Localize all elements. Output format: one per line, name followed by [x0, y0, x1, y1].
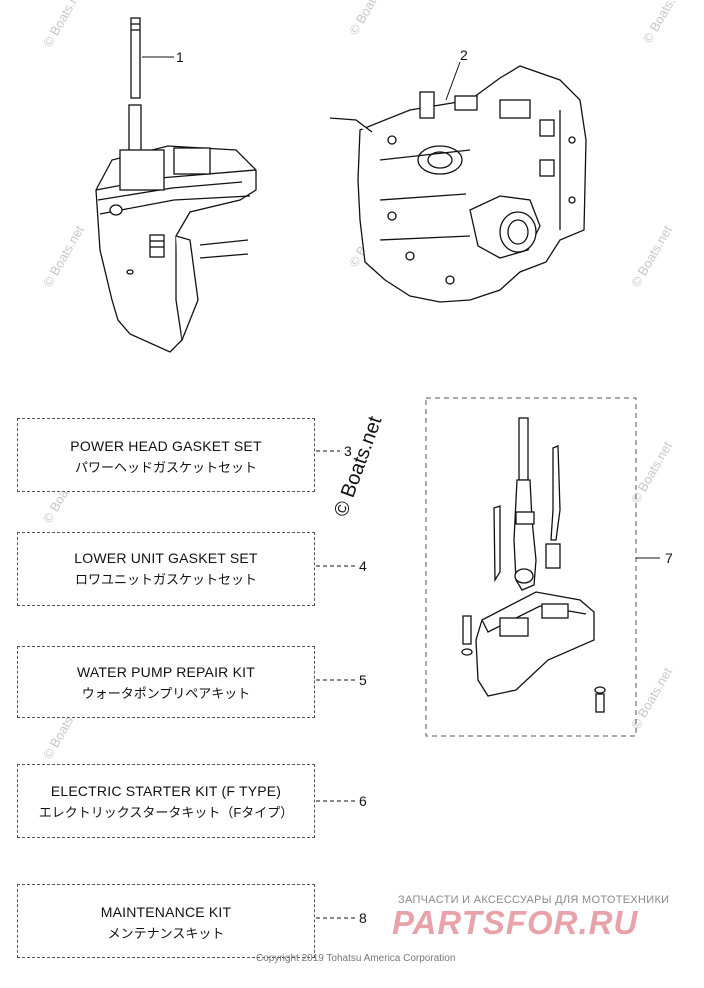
- partsfor-logo: PARTSFOR.RU: [392, 904, 639, 941]
- ru-tagline: ЗАПЧАСТИ И АКСЕССУАРЫ ДЛЯ МОТОТЕХНИКИ: [398, 894, 670, 906]
- kit-label-jp: ウォータポンプリペアキット: [81, 686, 251, 701]
- kit-box-lower-unit-gasket: LOWER UNIT GASKET SET ロワユニットガスケットセット: [17, 532, 315, 606]
- kit-label-jp: エレクトリックスタータキット（Fタイプ）: [38, 805, 294, 820]
- kit-label-jp: パワーヘッドガスケットセット: [74, 460, 257, 475]
- kit-label: POWER HEAD GASKET SET: [70, 438, 262, 454]
- callout-number: 4: [359, 558, 367, 574]
- callout-number: 8: [359, 910, 367, 926]
- copyright-text: Copyright 2019 Tohatsu America Corporati…: [256, 953, 456, 964]
- kit-label: ELECTRIC STARTER KIT (F TYPE): [50, 783, 282, 799]
- extension-kit-illustration: [461, 417, 606, 713]
- kit-label: MAINTENANCE KIT: [100, 904, 232, 920]
- kit-label-jp: メンテナンスキット: [107, 926, 225, 941]
- callout-number: 6: [359, 793, 367, 809]
- kit-7-frame: [425, 397, 637, 737]
- callout-number: 1: [176, 49, 184, 65]
- callout-number: 3: [344, 443, 352, 459]
- callout-number: 7: [665, 550, 673, 566]
- kit-box-power-head-gasket: POWER HEAD GASKET SET パワーヘッドガスケットセット: [17, 418, 315, 492]
- callout-number: 2: [460, 47, 468, 63]
- power-head-illustration: [329, 65, 587, 303]
- kit-label: LOWER UNIT GASKET SET: [74, 550, 258, 566]
- leader-lines: [142, 56, 660, 919]
- kit-label-jp: ロワユニットガスケットセット: [74, 572, 257, 587]
- kit-box-water-pump: WATER PUMP REPAIR KIT ウォータポンプリペアキット: [17, 646, 315, 718]
- lower-unit-illustration: [95, 17, 257, 353]
- kit-box-maintenance: MAINTENANCE KIT メンテナンスキット: [17, 884, 315, 958]
- callout-number: 5: [359, 672, 367, 688]
- kit-box-electric-starter: ELECTRIC STARTER KIT (F TYPE) エレクトリックスター…: [17, 764, 315, 838]
- kit-label: WATER PUMP REPAIR KIT: [77, 664, 255, 680]
